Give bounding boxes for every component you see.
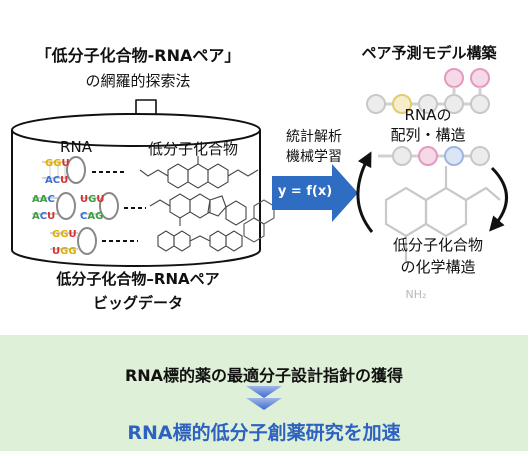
rna-structure-line-2: 配列・構造 — [390, 126, 466, 144]
title-line-2: の網羅的探索法 — [85, 72, 191, 90]
svg-text:AAC: AAC — [32, 194, 55, 205]
molecule-structure-1 — [139, 156, 259, 189]
method-line-1: 統計解析 — [286, 129, 342, 145]
rna-hairpin-2: AAC ACU — [32, 192, 76, 222]
rna-hairpin-3: UGU CAG — [80, 192, 119, 222]
label-rna: RNA — [60, 138, 92, 156]
svg-text:GGU: GGU — [45, 158, 70, 169]
process-arrow — [272, 164, 358, 222]
conclusion-line-2: RNA標的低分子創薬研究を加速 — [127, 422, 401, 444]
cycle-arrow-right — [489, 166, 508, 232]
database-label-line-2: ビッグデータ — [92, 294, 183, 312]
background-molecule — [384, 166, 501, 262]
svg-text:UGU: UGU — [80, 194, 104, 205]
svg-text:ACU: ACU — [45, 175, 68, 186]
nh2-label: NH₂ — [405, 288, 427, 301]
database-cylinder — [11, 113, 261, 267]
down-chevron — [246, 386, 282, 410]
svg-text:GGU: GGU — [52, 229, 77, 240]
conclusion-line-1: RNA標的薬の最適分子設計指針の獲得 — [124, 366, 404, 385]
chem-structure-line-1: 低分子化合物 — [392, 236, 483, 254]
right-title: ペア予測モデル構築 — [361, 44, 497, 62]
database-label-line-1: 低分子化合物–RNAペア — [56, 270, 220, 288]
label-small-molecule: 低分子化合物 — [147, 140, 238, 158]
svg-text:CAG: CAG — [80, 211, 103, 222]
title-line-1: 「低分子化合物-RNAペア」 — [35, 46, 241, 65]
formula-label: y = f(x) — [277, 184, 333, 199]
rna-structure-line-1: RNAの — [404, 106, 452, 124]
svg-text:ACU: ACU — [32, 211, 55, 222]
rna-hairpin-4: GGU UGG — [50, 227, 97, 257]
molecule-structure-2 — [149, 193, 247, 226]
molecule-structure-3 — [157, 230, 243, 252]
cycle-arrow-left — [356, 151, 374, 233]
method-line-2: 機械学習 — [286, 149, 342, 165]
svg-text:UGG: UGG — [52, 246, 77, 257]
chem-structure-line-2: の化学構造 — [400, 258, 476, 276]
rna-hairpin-1: GGU ACU — [42, 156, 86, 186]
base-ring — [366, 68, 490, 166]
